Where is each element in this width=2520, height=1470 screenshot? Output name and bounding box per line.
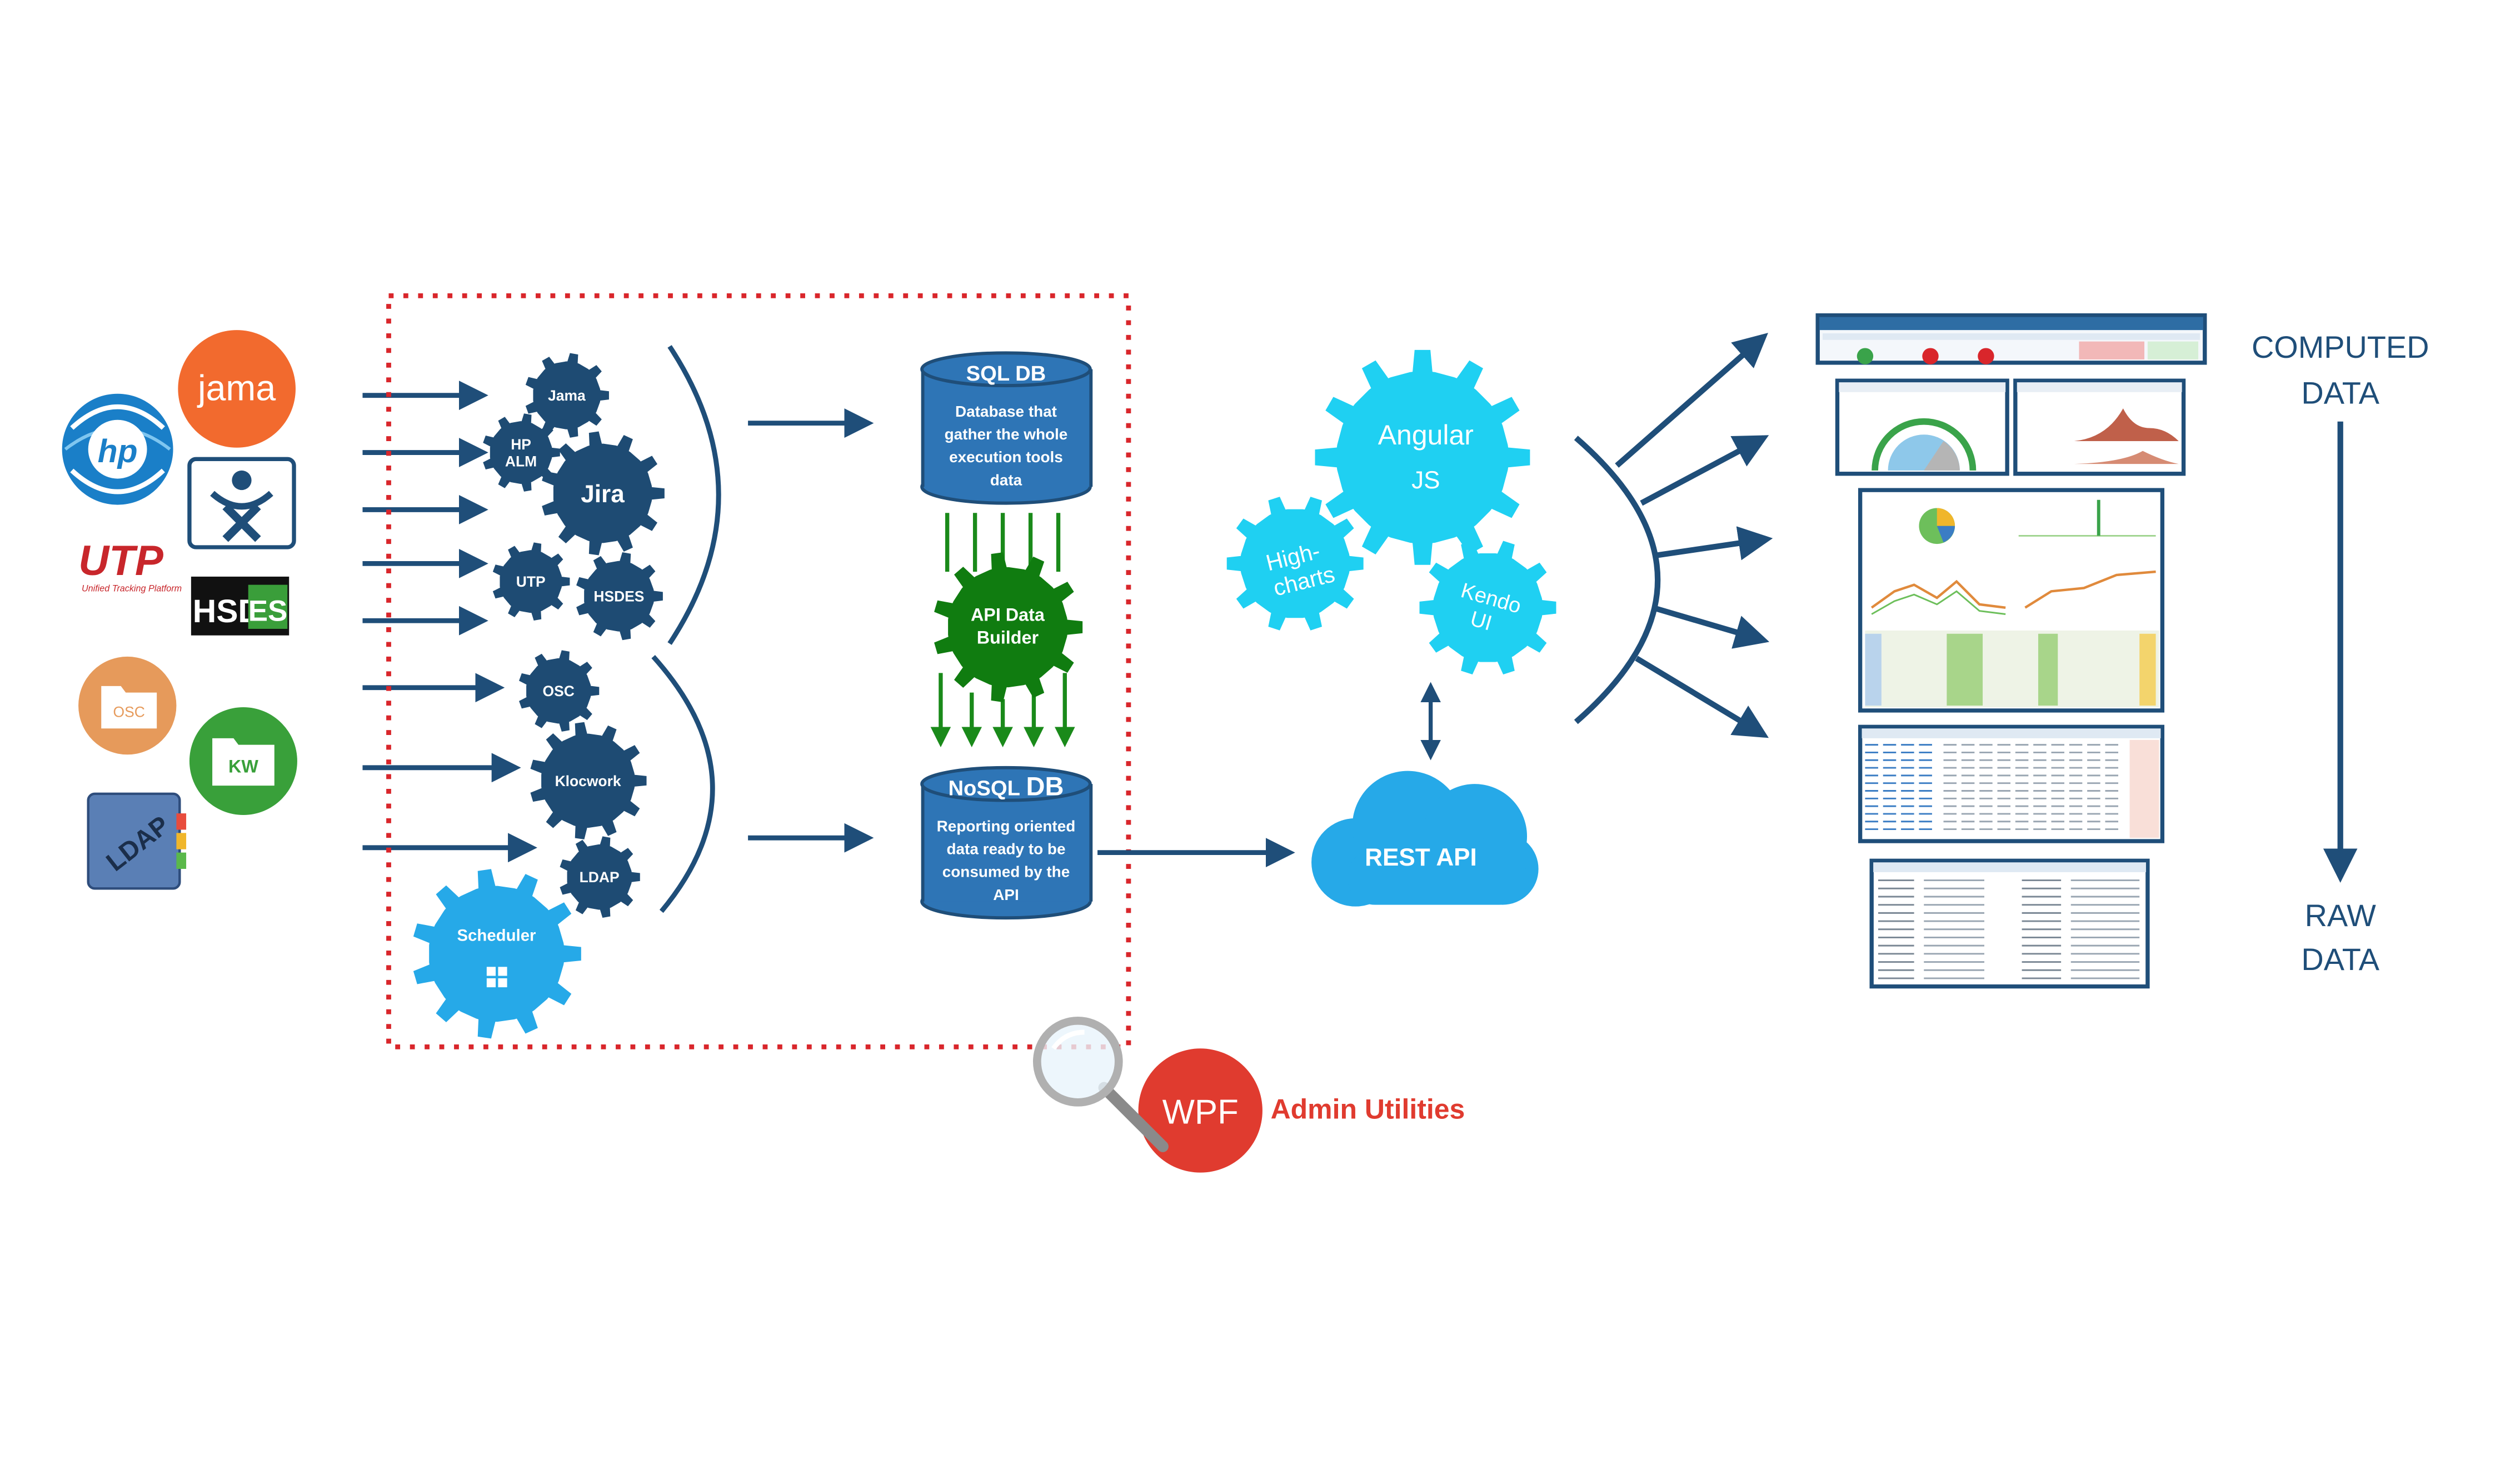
output-bracket: [1574, 436, 1661, 724]
sql-db-desc-3: execution tools: [949, 448, 1063, 466]
svg-text:UTP: UTP: [516, 573, 546, 590]
svg-text:ES: ES: [248, 594, 288, 627]
raw-label-2: DATA: [2301, 942, 2379, 977]
charts-dashboard-thumbnail: [1858, 488, 2165, 713]
svg-text:HP: HP: [511, 436, 531, 453]
svg-text:HSDES: HSDES: [593, 588, 644, 605]
svg-text:jama: jama: [197, 367, 276, 408]
hp-logo: hp: [62, 393, 173, 505]
api-data-builder-gear: [934, 552, 1083, 702]
builder-gear-shape: [934, 552, 1083, 702]
svg-text:ALM: ALM: [505, 453, 537, 469]
nosql-db-desc-4: API: [993, 886, 1019, 903]
magnifier-icon: [1032, 1016, 1169, 1152]
nosql-db-desc-3: consumed by the: [942, 863, 1070, 881]
klocwork-gear: Klocwork: [530, 722, 647, 839]
frontend-gears: [1226, 349, 1556, 675]
kendo-gear: [1419, 541, 1556, 675]
sql-db-desc-1: Database that: [955, 403, 1057, 420]
nosql-db-title: NoSQL DB: [948, 772, 1064, 801]
jama-gear: Jama: [525, 353, 609, 438]
angular-label-2: JS: [1411, 467, 1440, 494]
lower-bracket: [651, 654, 715, 913]
jama-logo: jama: [178, 330, 296, 448]
rest-api-label: REST API: [1365, 844, 1477, 871]
utp-gear: UTP: [492, 542, 570, 621]
svg-text:KW: KW: [228, 757, 258, 777]
ldap-gear: LDAP: [560, 836, 640, 918]
svg-text:UTP: UTP: [78, 537, 164, 584]
utp-logo: UTP Unified Tracking Platform: [78, 537, 182, 593]
svg-text:hp: hp: [98, 433, 138, 469]
svg-text:Unified Tracking Platform: Unified Tracking Platform: [82, 583, 182, 593]
data-scale: COMPUTED DATA RAW DATA: [2252, 329, 2429, 977]
nosql-db-desc-1: Reporting oriented: [937, 817, 1076, 834]
hsdes-gear: HSDES: [576, 552, 663, 641]
svg-text:Jama: Jama: [548, 387, 586, 404]
table-thumbnail: [1858, 724, 2165, 843]
upper-bracket: [667, 345, 721, 645]
dashboard-thumbnail-top: [1815, 313, 2207, 365]
jira-gear: Jira: [542, 431, 665, 556]
svg-text:OSC: OSC: [543, 683, 575, 699]
svg-text:LDAP: LDAP: [580, 869, 620, 886]
sql-db-title: SQL DB: [966, 362, 1046, 386]
svg-text:Jira: Jira: [581, 481, 625, 508]
computed-label-1: COMPUTED: [2252, 329, 2429, 364]
nosql-db-desc-2: data ready to be: [946, 841, 1065, 858]
builder-flow-arrows: [930, 513, 1075, 748]
wpf-admin-utilities: WPF Admin Utilities: [1032, 1016, 1465, 1173]
gauge-thumbnail: [1835, 378, 2009, 476]
builder-label-1: API Data: [971, 604, 1045, 624]
details-thumbnail: [1869, 858, 2150, 989]
osc-folder-icon: OSC: [78, 656, 177, 755]
area-chart-thumbnail: [2013, 378, 2186, 476]
output-arrows: [1615, 333, 1773, 738]
angular-label-1: Angular: [1378, 419, 1474, 451]
sql-db-desc-4: data: [990, 471, 1022, 488]
nosql-db-cylinder: NoSQL DB Reporting oriented data ready t…: [920, 766, 1093, 920]
computed-label-2: DATA: [2301, 375, 2379, 410]
sql-db-cylinder: SQL DB Database that gather the whole ex…: [920, 351, 1093, 505]
svg-text:Klocwork: Klocwork: [555, 773, 621, 789]
raw-label-1: RAW: [2305, 898, 2376, 933]
wpf-badge: [1138, 1048, 1263, 1173]
backend-boundary: [386, 293, 1131, 1049]
ldap-book-icon: LDAP: [87, 792, 187, 890]
svg-text:OSC: OSC: [113, 704, 145, 721]
svg-text:Scheduler: Scheduler: [457, 926, 536, 944]
klocwork-folder-icon: KW: [189, 707, 297, 816]
builder-label-2: Builder: [977, 627, 1039, 647]
scheduler-gear: Scheduler: [413, 869, 581, 1039]
highcharts-gear: [1226, 497, 1364, 631]
rest-api-cloud: REST API: [1311, 771, 1539, 907]
angular-gear: [1315, 349, 1530, 565]
hsdes-logo: HSD ES: [191, 576, 290, 636]
svg-text:WPF: WPF: [1162, 1093, 1239, 1132]
sql-db-desc-2: gather the whole: [945, 426, 1068, 443]
jira-logo: [187, 457, 296, 549]
osc-gear: OSC: [519, 650, 600, 732]
admin-utilities-label: Admin Utilities: [1271, 1094, 1465, 1125]
